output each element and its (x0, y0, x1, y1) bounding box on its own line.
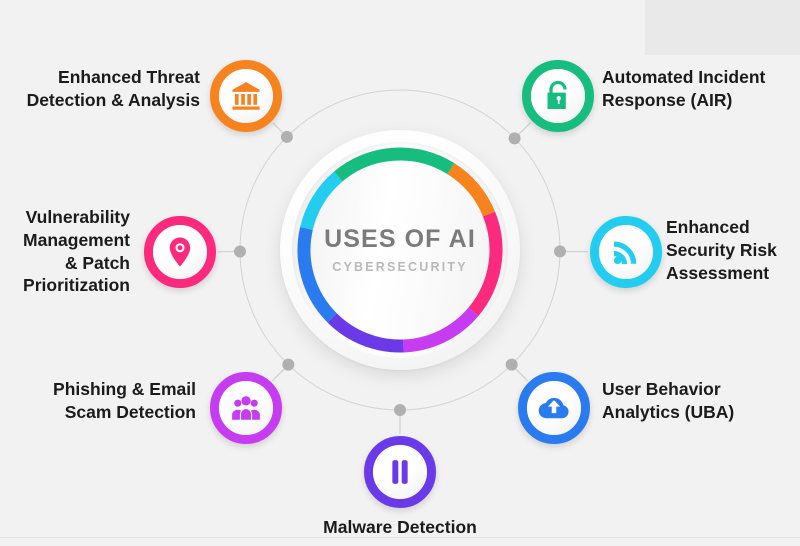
bottom-divider (0, 537, 800, 538)
pause-icon (383, 455, 417, 489)
people-group-icon (229, 391, 263, 425)
node-label-vulnerability-management: Vulnerability Management & Patch Priorit… (23, 207, 130, 296)
connector-dot-automated-incident-response (508, 132, 521, 145)
node-icon-disc (599, 225, 653, 279)
node-user-behavior-analytics[interactable] (518, 372, 590, 444)
connector-dot-enhanced-threat-detection (280, 130, 293, 143)
node-vulnerability-management[interactable] (144, 216, 216, 288)
node-automated-incident-response[interactable] (522, 60, 594, 132)
magenta-segment (402, 307, 479, 353)
background-panel (645, 0, 800, 55)
node-label-user-behavior-analytics: User Behavior Analytics (UBA) (602, 379, 735, 422)
hub-donut-ring (297, 147, 503, 353)
connector-dot-vulnerability-management (234, 245, 247, 258)
connector-dot-user-behavior-analytics (505, 358, 518, 371)
node-icon-disc (531, 69, 585, 123)
node-enhanced-threat-detection[interactable] (210, 60, 282, 132)
connector-dot-phishing-email-scam-detection (282, 358, 295, 371)
padlock-icon (541, 79, 575, 113)
rss-signal-icon (609, 235, 643, 269)
connector-dot-malware-detection (394, 404, 406, 416)
bank-columns-icon (229, 79, 263, 113)
green-segment (334, 147, 455, 182)
blue-segment (297, 226, 337, 323)
connector-dot-enhanced-security-risk-assessment (553, 245, 566, 258)
node-icon-disc (373, 445, 427, 499)
node-icon-disc (219, 69, 273, 123)
pink-segment (468, 211, 503, 316)
map-pin-icon (163, 235, 197, 269)
node-label-enhanced-security-risk-assessment: Enhanced Security Risk Assessment (666, 217, 777, 283)
cyan-segment (300, 171, 343, 231)
orange-segment (447, 163, 496, 217)
node-label-enhanced-threat-detection: Enhanced Threat Detection & Analysis (26, 67, 200, 110)
node-enhanced-security-risk-assessment[interactable] (590, 216, 662, 288)
node-label-phishing-email-scam-detection: Phishing & Email Scam Detection (53, 379, 196, 422)
violet-segment (327, 313, 404, 353)
node-icon-disc (527, 381, 581, 435)
node-label-automated-incident-response: Automated Incident Response (AIR) (602, 67, 766, 110)
node-malware-detection[interactable] (364, 436, 436, 508)
node-icon-disc (219, 381, 273, 435)
cloud-upload-icon (537, 391, 571, 425)
node-phishing-email-scam-detection[interactable] (210, 372, 282, 444)
node-label-malware-detection: Malware Detection (323, 517, 477, 537)
node-icon-disc (153, 225, 207, 279)
